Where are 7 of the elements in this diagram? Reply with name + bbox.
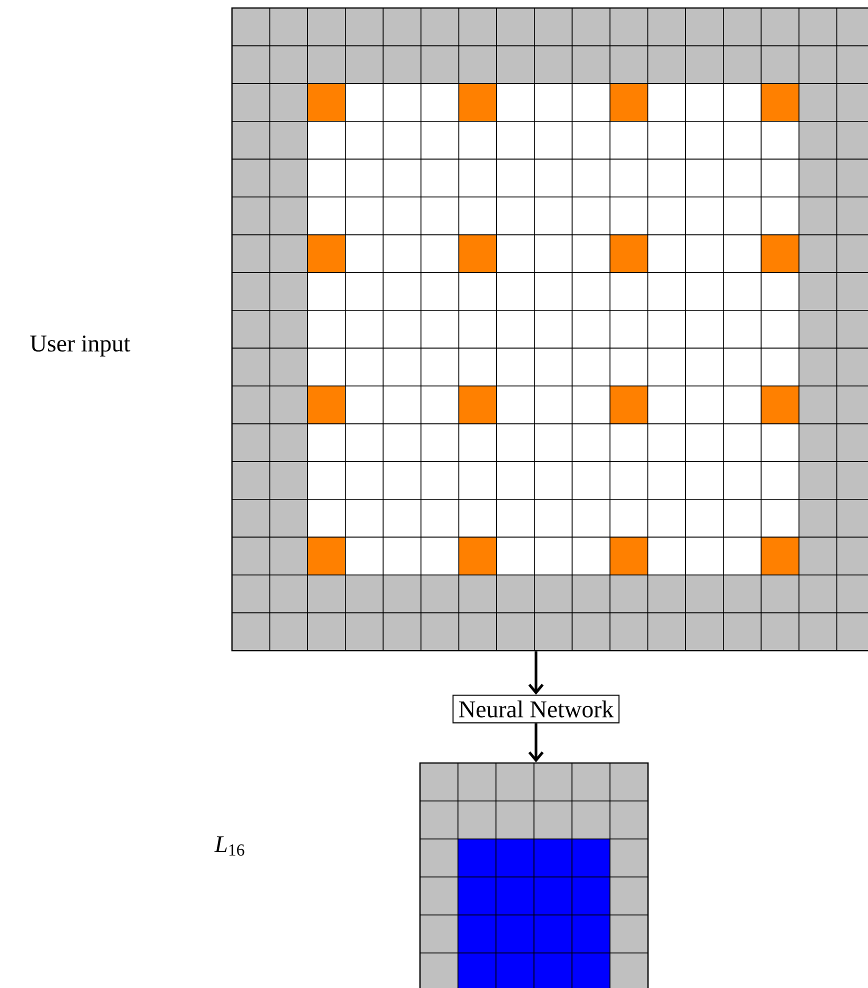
label: L$_{16}$ [214,836,244,856]
label: User input [30,336,130,356]
pixel-grid [419,762,649,988]
arrow [528,651,544,695]
process-box: Neural Network [452,694,620,724]
pixel-grid [231,7,868,652]
arrow [528,723,544,762]
